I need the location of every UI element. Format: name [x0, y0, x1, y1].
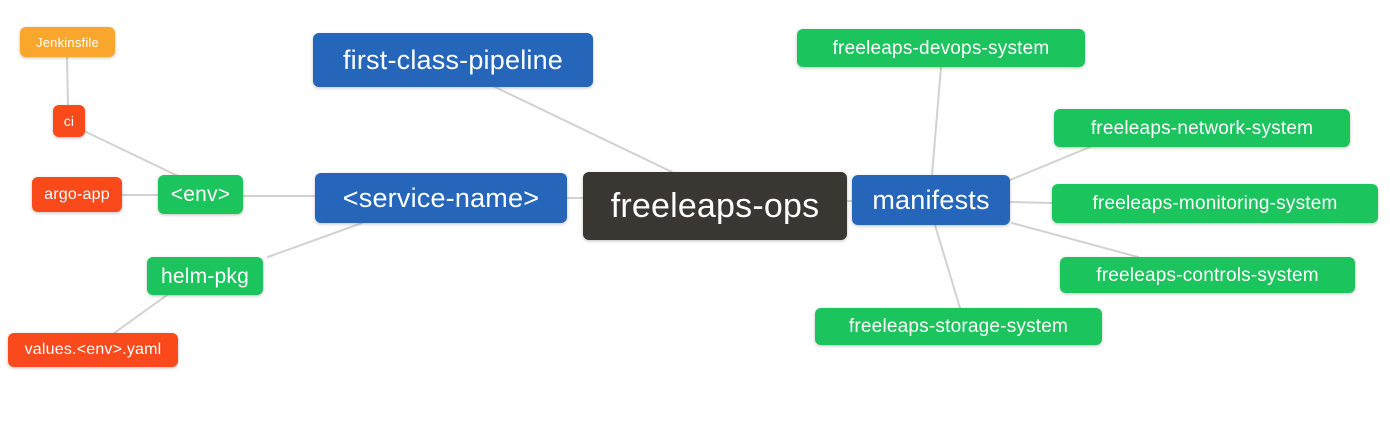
node-label: ci: [63, 113, 75, 129]
node-helm-pkg[interactable]: helm-pkg: [147, 257, 263, 295]
node-controls-system[interactable]: freeleaps-controls-system: [1060, 257, 1355, 293]
node-label: helm-pkg: [161, 264, 249, 288]
edge-manifests-to-monitoring-system: [1009, 201, 1053, 204]
node-monitoring-system[interactable]: freeleaps-monitoring-system: [1052, 184, 1378, 223]
node-storage-system[interactable]: freeleaps-storage-system: [815, 308, 1102, 345]
node-label: freeleaps-ops: [610, 187, 820, 225]
node-label: <env>: [170, 183, 231, 206]
node-label: first-class-pipeline: [342, 44, 564, 75]
node-network-system[interactable]: freeleaps-network-system: [1054, 109, 1350, 147]
node-label: manifests: [872, 184, 990, 215]
node-ci[interactable]: ci: [53, 105, 85, 137]
node-service-name[interactable]: <service-name>: [315, 173, 567, 223]
node-label: freeleaps-network-system: [1090, 117, 1314, 139]
node-env[interactable]: <env>: [158, 175, 243, 214]
node-argo-app[interactable]: argo-app: [32, 177, 122, 212]
edge-ci-to-env: [83, 130, 179, 177]
edge-jenkinsfile-to-ci: [66, 56, 69, 106]
edge-manifests-to-network-system: [1009, 146, 1091, 181]
node-first-class-pipeline[interactable]: first-class-pipeline: [313, 33, 593, 87]
node-label: Jenkinsfile: [36, 34, 99, 50]
node-jenkinsfile[interactable]: Jenkinsfile: [20, 27, 115, 57]
node-label: freeleaps-storage-system: [848, 316, 1069, 337]
node-label: <service-name>: [342, 182, 540, 213]
edge-service-name-to-helm-pkg: [267, 222, 363, 258]
edge-manifests-to-devops-system: [931, 66, 942, 176]
node-label: freeleaps-monitoring-system: [1092, 193, 1338, 214]
node-label: values.<env>.yaml: [24, 341, 162, 358]
node-manifests[interactable]: manifests: [852, 175, 1010, 225]
node-freeleaps-ops[interactable]: freeleaps-ops: [583, 172, 847, 240]
node-label: argo-app: [44, 185, 110, 203]
node-label: freeleaps-controls-system: [1096, 264, 1319, 286]
edge-manifests-to-controls-system: [1011, 222, 1139, 258]
edge-first-class-pipeline-to-freeleaps-ops: [494, 86, 673, 173]
node-values-env-yaml[interactable]: values.<env>.yaml: [8, 333, 178, 367]
node-label: freeleaps-devops-system: [832, 37, 1050, 59]
edge-manifests-to-storage-system: [934, 224, 961, 309]
node-devops-system[interactable]: freeleaps-devops-system: [797, 29, 1085, 67]
edge-helm-pkg-to-values-env-yaml: [112, 294, 168, 335]
